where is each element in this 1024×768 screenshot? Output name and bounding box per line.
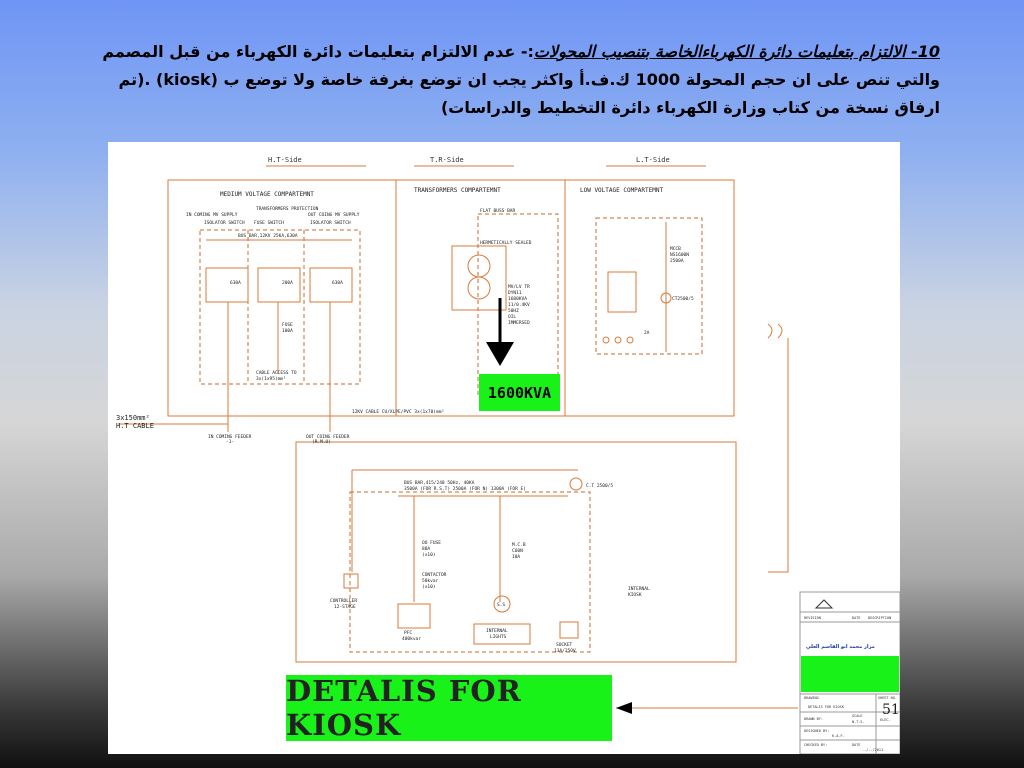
lower-controller: CONTROLLER (330, 598, 357, 604)
lv-mccb-model: NS1600N (670, 252, 689, 258)
tr-spec-4: 50HZ (508, 308, 519, 314)
tr-spec-0: MV/LV TR (508, 284, 530, 290)
mv-tp: TRANSFORMERS PROTECTION (256, 206, 319, 212)
ht-cable-label: H.T CABLE (116, 422, 154, 430)
lower-fuse: OO FUSE (422, 540, 441, 546)
lower-lights2: LIGHTS (490, 634, 507, 640)
kiosk-caption: DETALIS FOR KIOSK (286, 674, 612, 742)
tr-spec-2: 1600KVA (508, 296, 527, 302)
lower-fuse-qty: (x10) (422, 552, 436, 558)
lower-ss: S.S (497, 602, 505, 608)
mv-bus: BUS BAR,12KV 25KA,630A (238, 233, 298, 239)
lower-kiosk: INTERNAL (628, 586, 650, 592)
lv-mccb: MCCB (670, 246, 681, 252)
mv-outgoing-sub: ISOLATOR SWITCH (310, 220, 351, 226)
lower-bus-sub: 3500A (FOR R.S.T) 2500A (FOR N) 1300A (F… (404, 486, 526, 492)
mv-out-feeder-sub: (R.M.U) (312, 439, 331, 445)
lower-mcb-val: 10A (512, 554, 520, 560)
lower-ct: C.T 2500/5 (586, 483, 613, 489)
tb-drawn-lbl: DRAWN BY: (804, 717, 823, 721)
lower-socket-val: 13A/250V (554, 648, 576, 654)
tb-drawing-lbl: DRAWING (804, 696, 819, 700)
lower-pfc: PFC (404, 630, 412, 636)
tr-hermetic: HERMETICALLY SEALED (480, 240, 532, 246)
heading-text: 10- الالتزام بتعليمات دائرة الكهرباءالخا… (90, 38, 940, 122)
tb-date-lbl: DATE (852, 743, 860, 747)
lower-mcb: M.C.B (512, 542, 526, 548)
tb-designed-val: K.A.F. (832, 734, 845, 738)
lv-compartment-label: LOW VOLTAGE COMPARTEMNT (580, 187, 663, 194)
mv-incoming: IN COMING MV SUPPLY (186, 212, 238, 218)
mv-out-feeder: OUT COING FEEDER (306, 434, 350, 440)
tb-description: DESCRIPTION (868, 616, 891, 620)
kiosk-diagram: H.T-Side T.R-Side L.T-Side MEDIUM VOLTAG… (108, 142, 901, 755)
lower-kiosk2: KIOSK (628, 592, 642, 598)
tr-spec-6: IMMERSED (508, 320, 530, 326)
lower-pfc-val: 400kvar (402, 636, 421, 642)
diagram-svg: H.T-Side T.R-Side L.T-Side MEDIUM VOLTAG… (116, 156, 901, 755)
tb-sheet-val: 51 (882, 702, 900, 718)
tr-compartment-label: TRANSFORMERS COMPARTEMNT (414, 187, 501, 194)
tr-side-label: T.R-Side (430, 156, 464, 164)
tb-scale-val: N.T.S. (852, 720, 865, 724)
tb-checked-lbl: CHECKED BY: (804, 743, 827, 747)
mv-cable-access-val: 3x(1x95)mm² (256, 376, 286, 382)
lower-contactor-val: 50kvar (422, 578, 439, 584)
mv-compartment-label: MEDIUM VOLTAGE COMPARTEMNT (220, 191, 314, 198)
tb-drawing-val: DETALIS FOR KIOSK (808, 705, 845, 709)
mv-a1: 630A (230, 280, 241, 286)
mv-tp-sub: FUSE SWITCH (254, 220, 284, 226)
lv-ct: CT2500/5 (672, 296, 694, 302)
tr-flat-bus: FLAT BUSS BAR (480, 208, 516, 214)
tb-name: مزار محمد ابو القاسم العلي (806, 644, 875, 650)
tb-revision: REVISION (804, 616, 821, 620)
heading-lead: 10- الالتزام بتعليمات دائرة الكهرباءالخا… (533, 42, 940, 61)
mv-cable-access: CABLE ACCESS TO (256, 370, 297, 376)
mv-in-feeder-sub: -1- (226, 439, 234, 445)
mv-cable-12kv: 12KV CABLE CU/XLPE/PVC 3x(1x70)mm² (352, 409, 444, 415)
mv-incoming-sub: ISOLATOR SWITCH (204, 220, 245, 226)
lower-socket: SOCKET (556, 642, 573, 648)
lower-bus: BUS BAR,415/240 50Hz, 40KA (404, 480, 475, 486)
kva-rating-box: 1600KVA (479, 374, 560, 411)
mv-outgoing: OUT COING MV SUPPLY (308, 212, 360, 218)
tb-discipline: ELEC. (880, 718, 891, 722)
mv-fuse: FUSE (282, 322, 293, 328)
tb-sheet-lbl: SHEET NO. (878, 696, 897, 700)
mv-a2: 200A (282, 280, 293, 286)
tb-scale-lbl: SCALE (852, 714, 863, 718)
tr-spec-1: DYN11 (508, 290, 522, 296)
lower-fuse-val: 80A (422, 546, 430, 552)
tb-designed-lbl: DESIGNED BY: (804, 729, 829, 733)
lv-mccb-rating: 2500A (670, 258, 684, 264)
heading-rest: :- عدم الالتزام بتعليمات دائرة الكهرباء … (102, 42, 940, 117)
lt-side-label: L.T-Side (636, 156, 670, 164)
tr-spec-3: 11/0.4KV (508, 302, 530, 308)
ht-side-label: H.T-Side (268, 156, 302, 164)
mv-a3: 630A (332, 280, 343, 286)
lower-contactor: CONTACTOR (422, 572, 447, 578)
tr-spec-5: OIL (508, 314, 516, 320)
mv-in-feeder: IN COMING FEEDER (208, 434, 252, 440)
ht-cable-size: 3x150mm² (116, 414, 150, 422)
lower-mcb-model: C60N (512, 548, 523, 554)
lv-small: 2A (644, 330, 650, 336)
lower-lights: INTERNAL (486, 628, 508, 634)
lower-controller-val: 12-STAGE (334, 604, 356, 610)
lower-contactor-qty: (x10) (422, 584, 436, 590)
tb-date: DATE (852, 616, 860, 620)
tb-date-val: --/--/2011 (862, 748, 883, 752)
mv-fuse-val: 100A (282, 328, 293, 334)
